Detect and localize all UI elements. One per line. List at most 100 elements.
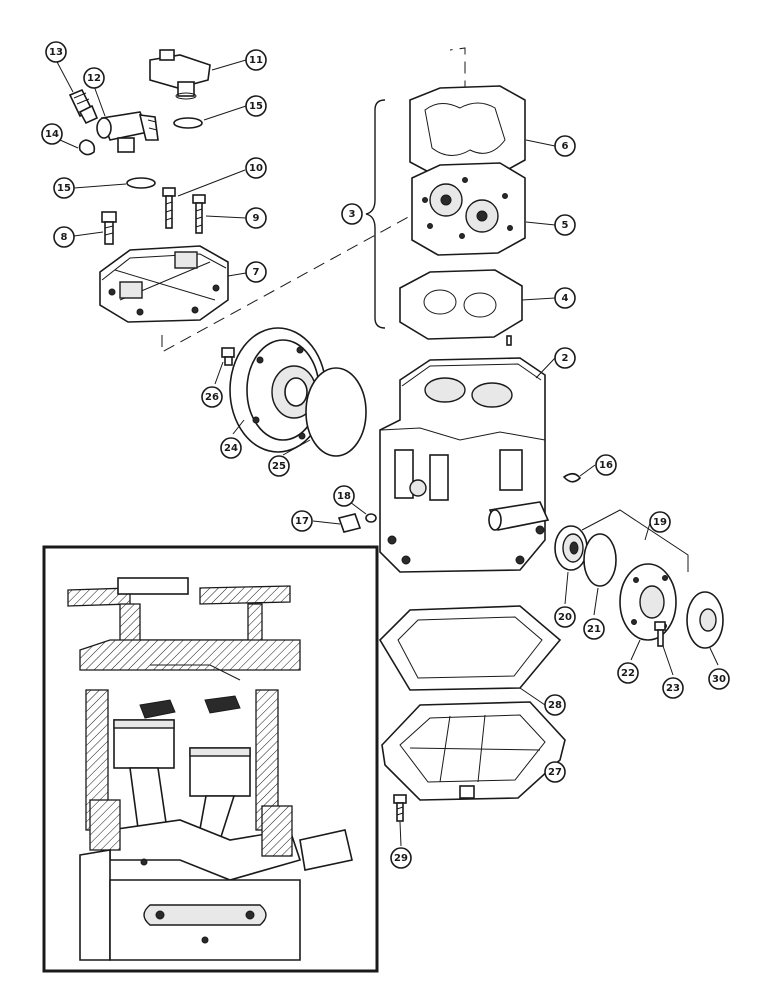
callout-number: 8 — [61, 232, 68, 243]
callout-circle — [583, 618, 605, 640]
callout-number: 21 — [587, 624, 601, 635]
callout-circle — [554, 214, 576, 236]
callout-number: 26 — [205, 392, 219, 403]
callout-circle — [245, 207, 267, 229]
part-5-valve-plate — [411, 162, 526, 256]
callout-circle — [245, 95, 267, 117]
callout-c18: 18 — [333, 485, 355, 507]
part-4-head-gasket — [399, 269, 523, 340]
callout-circle — [83, 67, 105, 89]
callout-number: 15 — [249, 101, 263, 112]
part-2-crankcase — [379, 357, 550, 573]
callout-number: 22 — [621, 668, 635, 679]
callout-number: 18 — [337, 491, 351, 502]
part-13-fitting — [68, 88, 99, 125]
callout-c7: 7 — [245, 261, 267, 283]
callout-c13: 13 — [45, 41, 67, 63]
callout-circle — [708, 668, 730, 690]
part-25-o-ring — [305, 367, 367, 457]
callout-circle — [41, 123, 63, 145]
callout-layer: 13 12 11 14 15 15 10 9 8 7 6 5 4 3 2 26 24 25 16 18 17 19 20 21… — [41, 41, 730, 869]
part-30-seal-cover — [686, 591, 724, 649]
callout-number: 6 — [562, 141, 569, 152]
part-10-screw — [162, 187, 176, 229]
callout-c20: 20 — [554, 606, 576, 628]
callout-c12: 12 — [83, 67, 105, 89]
leader-lines — [55, 59, 719, 847]
callout-circle — [245, 261, 267, 283]
callout-c4: 4 — [554, 287, 576, 309]
callout-number: 9 — [253, 213, 260, 224]
part-28-bottom-gasket — [378, 605, 562, 691]
callout-circle — [291, 510, 313, 532]
part-20-shaft-seal — [554, 525, 588, 571]
part-16-key — [562, 472, 582, 483]
callout-number: 5 — [562, 220, 569, 231]
callout-circle — [554, 347, 576, 369]
callout-c16: 16 — [595, 454, 617, 476]
callout-c5: 5 — [554, 214, 576, 236]
callout-number: 3 — [349, 209, 356, 220]
part-19-group-line — [581, 509, 689, 572]
callout-circle — [53, 177, 75, 199]
part-26-plug — [221, 347, 235, 366]
callout-number: 17 — [295, 516, 309, 527]
callout-number: 30 — [712, 674, 726, 685]
part-18-o-ring — [365, 513, 377, 523]
part-9-screw — [192, 194, 206, 234]
callout-c23: 23 — [662, 677, 684, 699]
part-3-bracket — [365, 99, 386, 329]
callout-circle — [649, 511, 671, 533]
callout-circle — [220, 437, 242, 459]
callout-number: 11 — [249, 55, 263, 66]
callout-circle — [245, 49, 267, 71]
part-22-seal-plate — [619, 563, 677, 641]
callout-c15b: 15 — [53, 177, 75, 199]
callout-number: 12 — [87, 73, 101, 84]
callout-c19: 19 — [649, 511, 671, 533]
callout-number: 19 — [653, 517, 667, 528]
callout-number: 25 — [272, 461, 286, 472]
callout-number: 7 — [253, 267, 260, 278]
callout-c8: 8 — [53, 226, 75, 248]
callout-c22: 22 — [617, 662, 639, 684]
callout-circle — [662, 677, 684, 699]
callout-circle — [341, 203, 363, 225]
callout-c10: 10 — [245, 157, 267, 179]
callout-c9: 9 — [245, 207, 267, 229]
callout-number: 20 — [558, 612, 572, 623]
callout-circle — [544, 694, 566, 716]
callout-c6: 6 — [554, 135, 576, 157]
callout-c21: 21 — [583, 618, 605, 640]
callout-number: 28 — [548, 700, 562, 711]
callout-circle — [53, 226, 75, 248]
callout-circle — [544, 761, 566, 783]
callout-c14: 14 — [41, 123, 63, 145]
callout-c17: 17 — [291, 510, 313, 532]
part-29-drain-plug — [393, 794, 407, 822]
callout-number: 15 — [57, 183, 71, 194]
callout-c28: 28 — [544, 694, 566, 716]
callout-c30: 30 — [708, 668, 730, 690]
callout-number: 16 — [599, 460, 613, 471]
callout-c3: 3 — [341, 203, 363, 225]
callout-c11: 11 — [245, 49, 267, 71]
part-8-bolt — [101, 211, 117, 245]
callout-c26: 26 — [201, 386, 223, 408]
callout-number: 24 — [224, 443, 238, 454]
callout-circle — [554, 606, 576, 628]
part-14-cap — [78, 139, 96, 156]
callout-number: 4 — [562, 293, 569, 304]
dowel-pin — [506, 335, 512, 346]
callout-number: 14 — [45, 129, 59, 140]
part-27-bottom-plate — [381, 701, 566, 801]
callout-circle — [268, 455, 290, 477]
callout-circle — [245, 157, 267, 179]
callout-circle — [554, 287, 576, 309]
part-23-screw — [654, 621, 666, 647]
inset-cutaway-view — [42, 545, 379, 973]
part-24-bearing-housing — [229, 327, 327, 453]
part-21-o-ring — [583, 533, 617, 587]
callout-number: 2 — [562, 353, 569, 364]
callout-c27: 27 — [544, 761, 566, 783]
